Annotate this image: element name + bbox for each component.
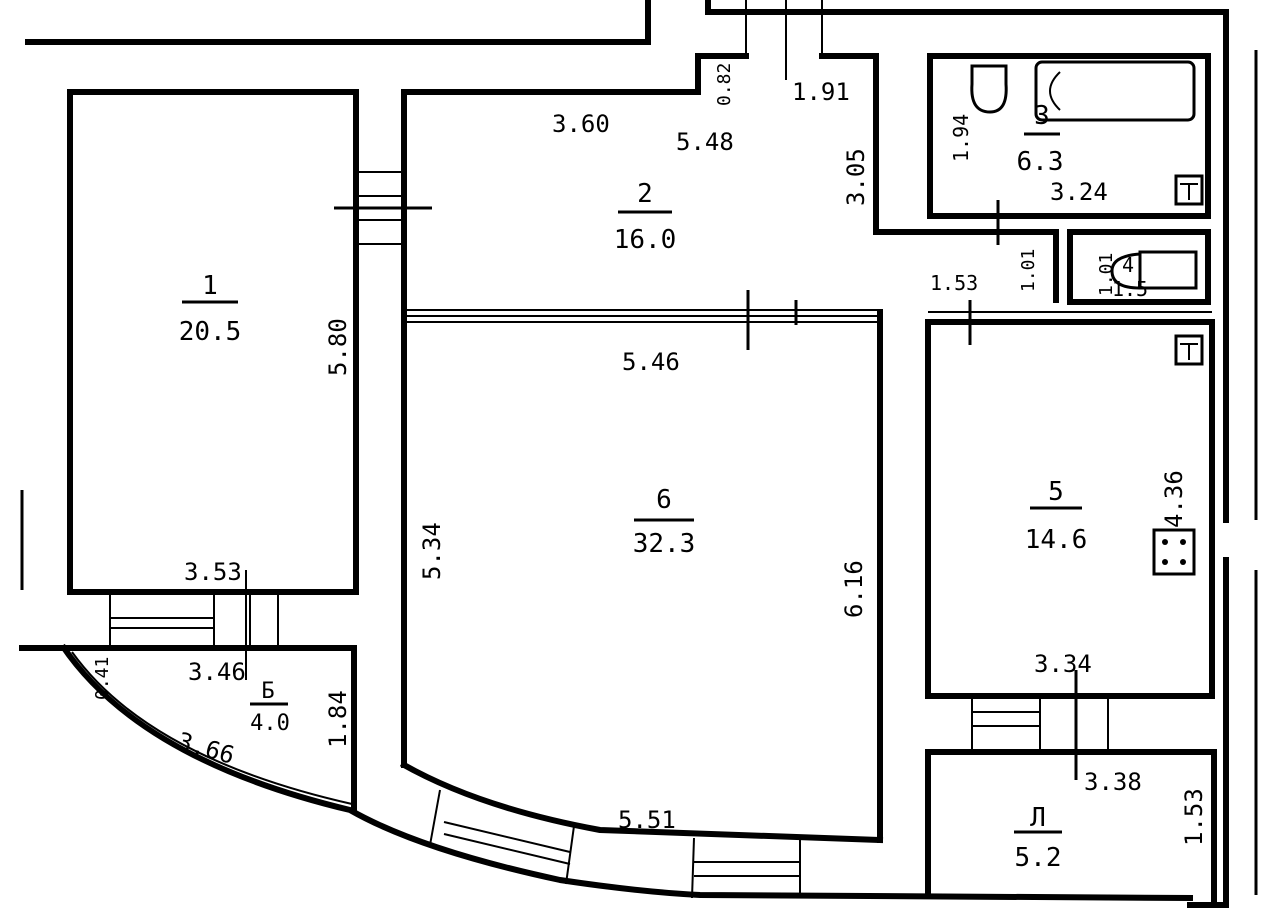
room-labels: 1 20.5 2 16.0 3 6.3 4 1.5 5 14.6 6 32.3 … [179,101,1148,873]
dimension-label: 5.80 [324,318,352,376]
dimension-label: 0.41 [92,657,113,700]
dimension-label: 3.53 [184,558,242,586]
dimension-labels: 3.60 5.48 0.82 1.91 3.05 1.94 3.24 1.01 … [92,63,1208,846]
dimension-label: 3.34 [1034,650,1092,678]
room-area: 4.0 [250,711,290,736]
room-area: 20.5 [179,317,242,347]
wc-tank-icon [1138,250,1198,290]
room-area: 5.2 [1015,843,1062,873]
dimension-label: 3.24 [1050,178,1108,206]
room-area: 1.5 [1112,277,1148,301]
dimension-label: 3.05 [842,148,870,206]
room-area: 6.3 [1017,147,1064,177]
dimension-label: 6.16 [840,560,868,618]
room-number: 3 [1034,101,1050,131]
openings [109,0,1109,899]
room-number: Л [1030,803,1046,833]
dimension-label: 5.46 [622,348,680,376]
room-number: 2 [637,179,653,209]
dimension-label: 1.01 [1096,253,1117,296]
room-number: 1 [202,271,218,301]
room-number: Б [261,679,274,704]
fraction-lines [182,132,1082,834]
dimension-label: 1.91 [792,78,850,106]
walls [19,0,1258,908]
stove-icon [1152,528,1196,576]
fixtures [970,60,1204,576]
room-number: 6 [656,485,672,515]
dimension-label: 3.38 [1084,768,1142,796]
room-area: 14.6 [1025,525,1088,555]
dimension-label: 1.94 [949,114,973,162]
dimension-label: 5.48 [676,128,734,156]
room-area: 16.0 [614,225,677,255]
dimension-label: 3.60 [552,110,610,138]
dimension-label: 5.51 [618,806,676,834]
room-number: 4 [1122,253,1134,277]
dimension-label: 4.36 [1160,470,1188,528]
dimension-label: 1.84 [324,690,352,748]
room-number: 5 [1048,477,1064,507]
dimension-label: 1.53 [1180,788,1208,846]
dimension-label: 1.53 [930,271,978,295]
dimension-label: 5.34 [418,522,446,580]
dimension-label: 1.01 [1018,249,1039,292]
dimension-label: 3.46 [188,658,246,686]
bathtub-icon [1034,60,1196,122]
dimension-label: 0.82 [714,63,735,106]
toilet-icon [970,64,1008,114]
room-area: 32.3 [633,529,696,559]
